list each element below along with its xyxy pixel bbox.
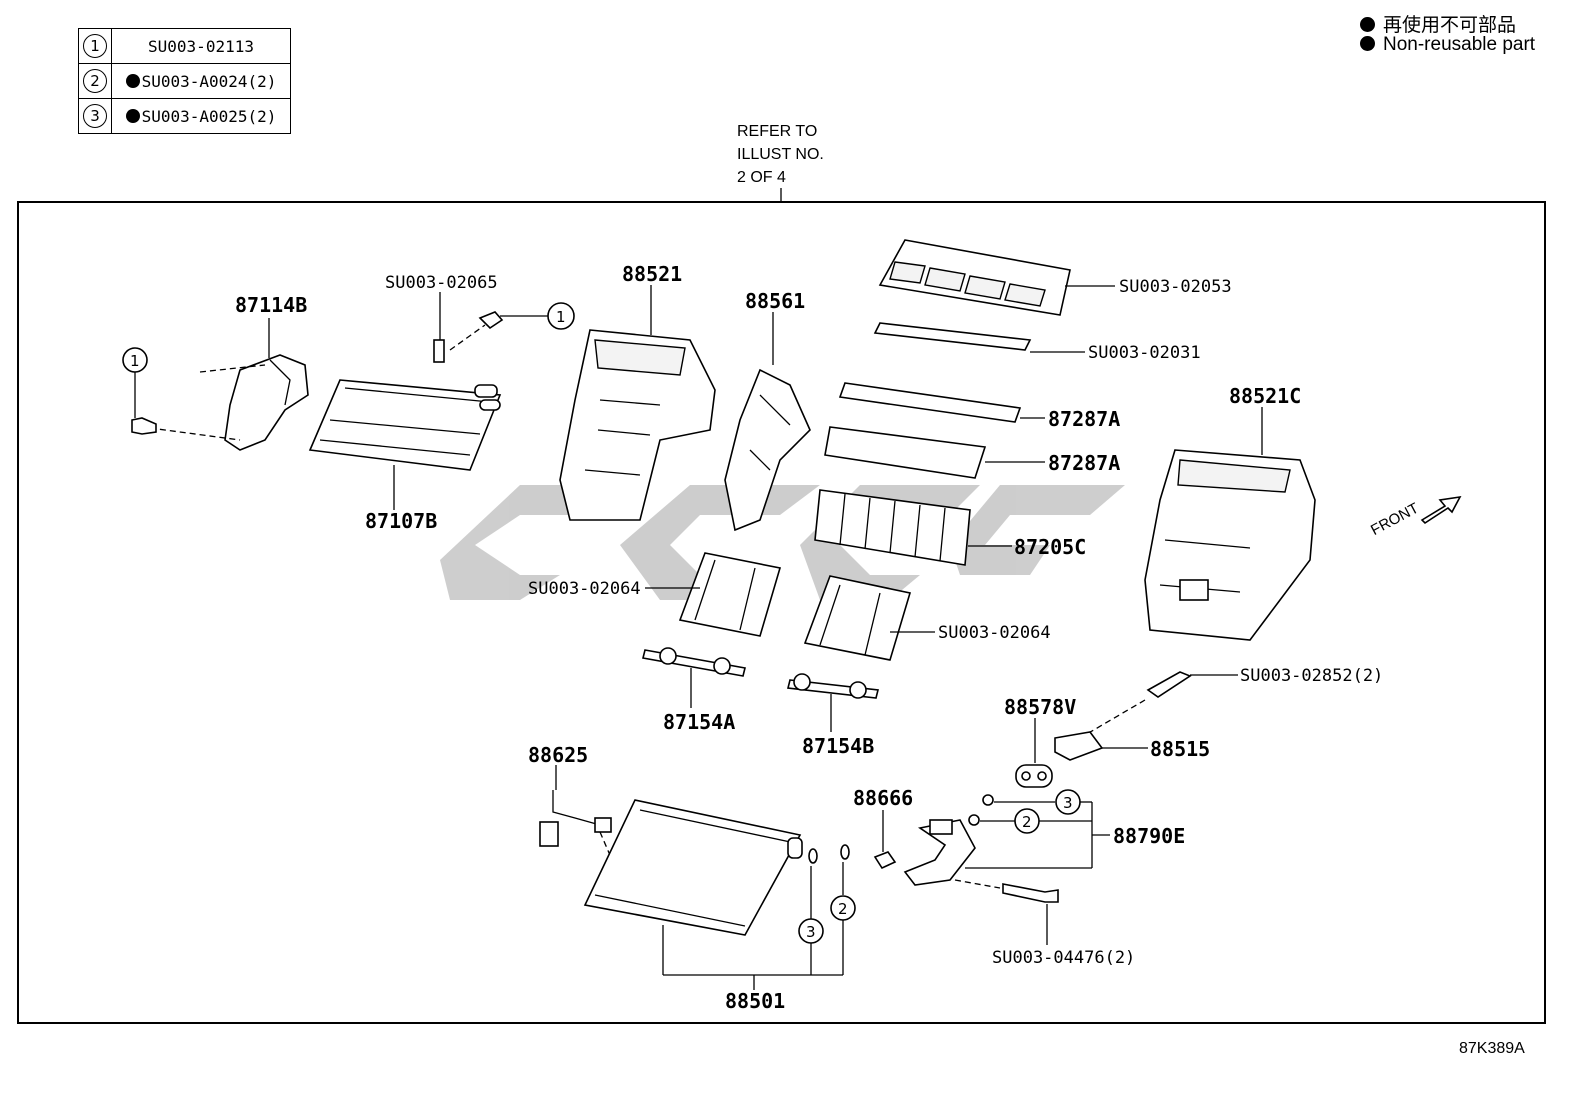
callout-1-text: 1 [556,308,566,326]
callout-3-text: 3 [806,923,816,941]
part-label-88666: 88666 [853,786,913,810]
part-88521C-illustration [1144,449,1316,641]
legend-row: 3 SU003-A0025(2) [78,98,291,134]
refer-to-note: REFER TO ILLUST NO. 2 OF 4 [737,120,824,189]
part-87287A-illustration [838,382,1022,423]
callout-2-text: 2 [838,900,848,918]
part-87114B-illustration [131,354,309,451]
part-87154B-illustration [787,673,879,699]
part-88515-illustration [1054,731,1104,761]
non-reusable-dot-icon [125,73,140,88]
legend-row: 1 SU003-02113 [78,28,291,64]
legend-part-code: SU003-A0024(2) [141,71,277,91]
bolt-illustration [1146,671,1192,698]
note-en: Non-reusable part [1360,34,1535,56]
bolt-illustration [1002,883,1059,903]
part-label-SU003-02053: SU003-02053 [1119,277,1232,297]
part-label-SU003-04476: SU003-04476(2) [992,948,1135,968]
part-SU003-02065-illustration [433,339,445,363]
front-arrow-icon [1420,495,1462,525]
part-88666-illustration [873,851,897,870]
part-label-87287A: 87287A [1048,451,1120,475]
non-reusable-dot-icon [1360,36,1375,51]
part-label-88561: 88561 [745,289,805,313]
part-label-87154B: 87154B [802,734,874,758]
legend-table: 1 SU003-02113 2 SU003-A0024(2) 3 SU003-A… [78,28,291,134]
part-label-SU003-02852: SU003-02852(2) [1240,666,1383,686]
part-88578V-illustration [1015,764,1053,788]
callout-3-text: 3 [1063,794,1073,812]
legend-part-code: SU003-02113 [148,36,254,56]
legend-part-code: SU003-A0025(2) [141,106,277,126]
part-label-88625: 88625 [528,743,588,767]
illustration-code: 87K389A [1459,1040,1525,1057]
refer-line-3: 2 OF 4 [737,169,786,186]
screw-illustration [478,311,504,330]
note-en-text: Non-reusable part [1383,34,1536,55]
note-jp: 再使用不可部品 [1360,10,1516,37]
part-label-SU003-02065: SU003-02065 [385,273,498,293]
part-label-88501: 88501 [725,989,785,1013]
part-label-88790E: 88790E [1113,824,1185,848]
part-label-88521: 88521 [622,262,682,286]
part-label-87205C: 87205C [1014,535,1086,559]
part-88561-illustration [724,368,811,532]
part-88521-illustration [559,329,716,521]
part-SU003-02064-illustration [678,552,782,637]
callout-number: 2 [83,69,107,93]
non-reusable-dot-icon [1360,17,1375,32]
part-label-SU003-02064: SU003-02064 [938,623,1051,643]
note-jp-text: 再使用不可部品 [1383,15,1517,36]
part-87205C-illustration [814,489,971,566]
callout-number: 1 [83,34,107,58]
part-label-87107B: 87107B [365,509,437,533]
part-label-SU003-02064: SU003-02064 [528,579,641,599]
part-88790E-illustration [903,819,976,886]
part-SU003-02053-illustration [878,239,1071,316]
part-SU003-02031-illustration [873,322,1032,351]
legend-row: 2 SU003-A0024(2) [78,63,291,99]
callout-1-circle [547,302,575,330]
part-87154A-illustration [642,647,746,677]
part-SU003-02064-illustration [803,575,912,661]
part-label-88515: 88515 [1150,737,1210,761]
part-label-88521C: 88521C [1229,384,1301,408]
part-label-87114B: 87114B [235,293,307,317]
callout-2-text: 2 [1022,813,1032,831]
part-label-SU003-02031: SU003-02031 [1088,343,1201,363]
non-reusable-dot-icon [125,108,140,123]
part-87287A-illustration [824,426,987,479]
refer-line-1: REFER TO [737,123,818,140]
refer-line-2: ILLUST NO. [737,146,824,163]
part-label-88578V: 88578V [1004,695,1076,719]
part-label-87287A: 87287A [1048,407,1120,431]
callout-1-text: 1 [130,352,140,370]
part-87107B-illustration [308,379,502,471]
callout-number: 3 [83,104,107,128]
part-88625-illustration [539,790,612,847]
part-88501-illustration [583,799,803,936]
part-label-87154A: 87154A [663,710,735,734]
diagram-frame [17,201,1546,1024]
